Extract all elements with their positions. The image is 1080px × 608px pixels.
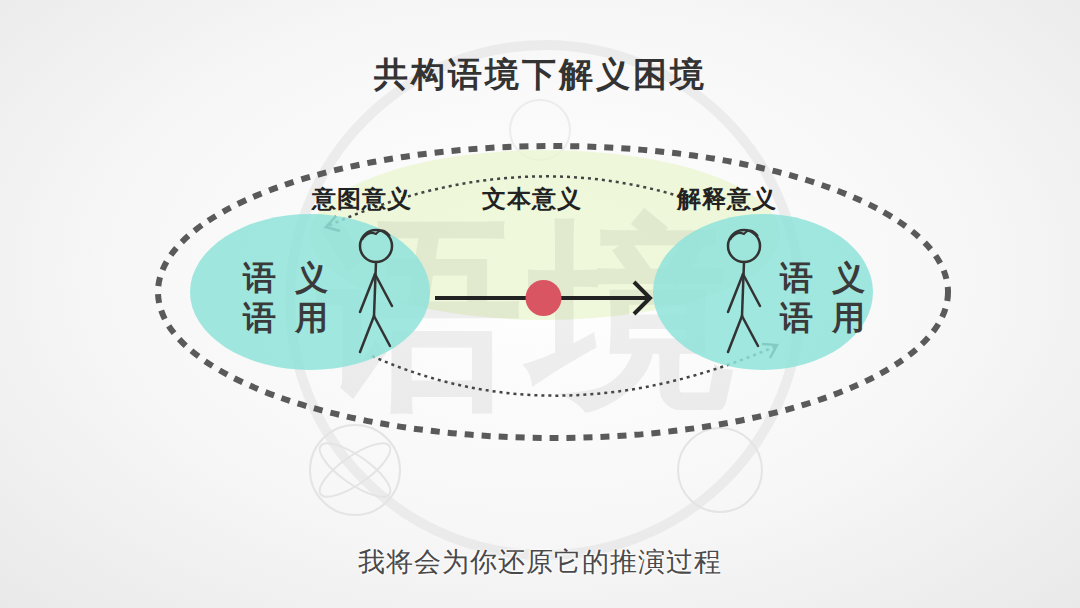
caption: 我将会为你还原它的推演过程	[0, 544, 1080, 580]
text-meaning-label: 文本意义	[482, 183, 582, 215]
stick-figure-line	[360, 274, 375, 312]
stick-figure-line	[374, 316, 390, 346]
stick-figure-line	[374, 262, 376, 316]
stick-figure-line	[360, 316, 374, 352]
region-text: 语 用	[780, 296, 866, 341]
arrow-head	[634, 282, 650, 314]
region-text: 语 用	[243, 296, 329, 341]
stick-figure-line	[728, 274, 743, 312]
region-ellipse	[190, 214, 430, 370]
stick-figure-line	[375, 274, 392, 306]
meaning-region: 解释意义语 义语 用	[652, 180, 874, 372]
text-meaning-dot	[526, 280, 562, 316]
stick-figure-line	[742, 262, 744, 316]
region-ellipse	[653, 214, 873, 370]
faint-icon	[313, 434, 398, 505]
faint-icon	[310, 425, 400, 515]
stick-figure-hair	[730, 230, 758, 240]
region-text: 语 义	[243, 256, 329, 301]
region-text: 语 义	[780, 256, 866, 301]
connector	[435, 280, 650, 316]
region-heading: 解释意义	[677, 183, 777, 215]
stick-figure-line	[728, 316, 742, 352]
stick-figure-head	[360, 230, 392, 262]
faint-icon	[313, 434, 398, 505]
stick-figure-line	[743, 274, 760, 306]
stick-figure-line	[742, 316, 758, 346]
stick-figure-head	[728, 230, 760, 262]
stick-figure-hair	[362, 230, 390, 240]
faint-icon	[678, 428, 762, 512]
meaning-region: 意图意义语 义语 用	[190, 180, 435, 372]
title: 共构语境下解义困境	[0, 52, 1080, 98]
region-heading: 意图意义	[312, 183, 412, 215]
